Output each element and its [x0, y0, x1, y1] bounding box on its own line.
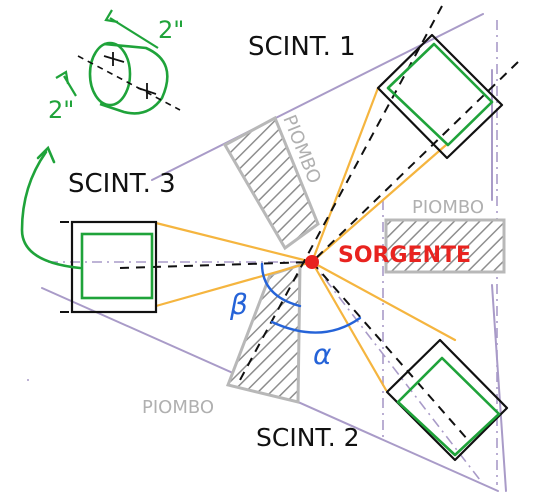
- angle-beta-arc: [260, 262, 302, 308]
- ray-3b: [154, 260, 314, 308]
- radioactive-source: [305, 255, 319, 269]
- scint2-crystal: [396, 356, 501, 457]
- axis-scint3: [119, 261, 313, 269]
- cylinder-body: [99, 42, 169, 115]
- dim-diameter-arrow: [55, 70, 70, 85]
- label-dim-length: 2": [158, 16, 184, 44]
- label-lead-bottom: PIOMBO: [142, 397, 214, 418]
- dim-length-line: [109, 17, 159, 49]
- ray-3a: [154, 221, 314, 264]
- cylinder-face: [88, 41, 132, 107]
- lead-block-right: [384, 218, 506, 274]
- axis-scint2: [311, 261, 469, 441]
- dashdot-diag-lower: [311, 261, 481, 481]
- angle-arcs: [260, 262, 362, 334]
- cylinder-axis: [77, 55, 181, 111]
- label-source: SORGENTE: [338, 243, 471, 268]
- label-scint-1: SCINT. 1: [248, 32, 356, 62]
- scint2-housing: [385, 338, 509, 462]
- boundary-line-upper: [151, 13, 484, 181]
- connector-arrowhead: [36, 145, 56, 164]
- scintillator-1: [376, 33, 504, 160]
- ray-2a: [310, 260, 388, 392]
- scint3-crystal: [80, 232, 154, 300]
- ray-1a: [310, 86, 380, 264]
- scint1-housing: [376, 33, 504, 160]
- label-lead-right: PIOMBO: [412, 197, 484, 218]
- field-boundary-lines: [27, 13, 507, 492]
- lead-block-top: [222, 115, 320, 251]
- cylinder-cross-1a: [103, 55, 125, 63]
- label-angle-beta: β: [229, 288, 248, 321]
- gamma-rays: [154, 86, 457, 392]
- connector-arrow: [20, 145, 82, 270]
- ray-2b: [310, 260, 457, 342]
- ray-1b: [310, 143, 448, 264]
- dim-length-arrow: [104, 9, 119, 24]
- connector-curve: [20, 150, 82, 270]
- label-dim-diameter: 2": [48, 96, 74, 124]
- angle-alpha-arc: [270, 316, 362, 334]
- cylinder-sketch: [55, 9, 181, 115]
- scint1-crystal: [386, 42, 494, 147]
- label-scint-2: SCINT. 2: [256, 423, 360, 452]
- dashdot-lines: [48, 20, 498, 485]
- dim-diameter-line: [63, 75, 77, 97]
- scintillator-2: [385, 338, 509, 462]
- label-scint-3: SCINT. 3: [68, 169, 176, 199]
- boundary-line-right-bottom: [491, 284, 507, 492]
- label-angle-alpha: α: [313, 338, 332, 371]
